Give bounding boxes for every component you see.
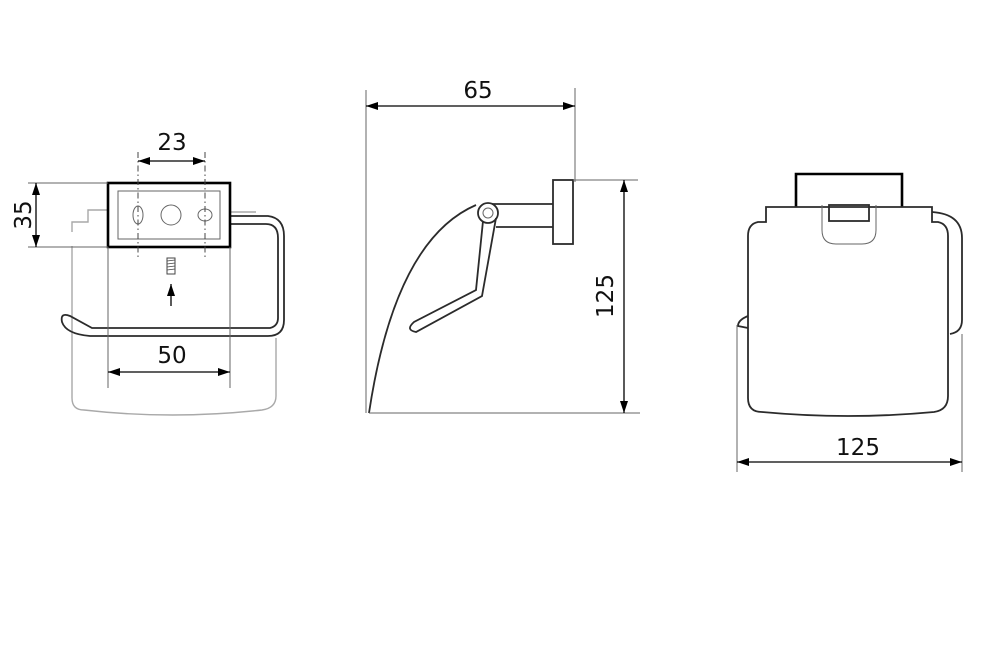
pivot-inner: [482, 207, 494, 219]
dim-125-v-label: 125: [593, 274, 619, 318]
front-view-wall-plate: [794, 172, 904, 207]
dim-35-label: 35: [11, 200, 37, 229]
side-view-cover: [368, 204, 477, 414]
side-view: 65 125: [365, 78, 640, 414]
top-view-arm: [60, 215, 285, 337]
screw-thread: [166, 259, 176, 271]
front-view-arm: [931, 211, 963, 335]
top-view-cover-edge: [71, 209, 108, 232]
dim-23-label: 23: [157, 130, 186, 156]
dim-125-h-label: 125: [836, 435, 880, 461]
mounting-plate-inner: [117, 190, 221, 240]
dim-65-label: 65: [463, 78, 492, 104]
center-hole: [160, 204, 182, 226]
top-view: 23 35 50: [11, 130, 285, 416]
dim-50-label: 50: [157, 343, 186, 369]
side-view-mount: [552, 179, 574, 245]
mounting-plate: [106, 181, 232, 249]
front-view: 125: [736, 172, 963, 472]
side-view-rod: [492, 203, 553, 228]
front-view-cover: [747, 206, 949, 417]
side-view-arm: [409, 217, 497, 333]
front-view-tab-recess: [821, 205, 877, 245]
top-view-body-outline: [71, 246, 277, 416]
pivot-outer: [477, 202, 499, 224]
front-view-hook: [737, 315, 749, 329]
front-view-tab: [828, 204, 870, 222]
